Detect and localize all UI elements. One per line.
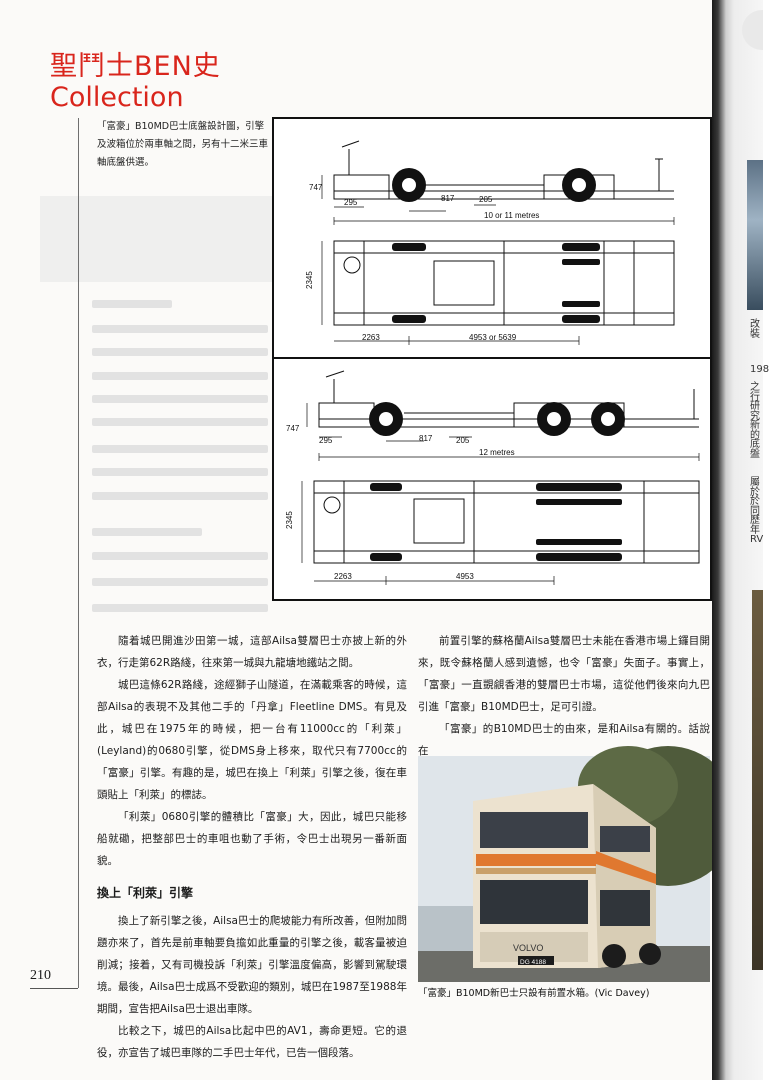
article-right-column: 前置引擎的蘇格蘭Ailsa雙層巴士未能在香港市場上鑼目開來，既令蘇格蘭人感到遺憾…: [418, 630, 710, 762]
dim-offset-b: 817: [419, 434, 433, 443]
adjacent-page-photo: [747, 160, 763, 310]
bus-illustration: VOLVO DG 4188: [418, 746, 738, 982]
paragraph: 隨着城巴開進沙田第一城，這部Ailsa雙層巴士亦披上新的外衣，行走第62R路綫，…: [97, 635, 407, 669]
adjacent-text: 於同: [750, 496, 760, 517]
svg-text:VOLVO: VOLVO: [513, 943, 543, 953]
series-subtitle: Collection: [50, 82, 184, 113]
adjacent-text: 新的: [750, 420, 760, 441]
faded-text-line: [92, 418, 268, 426]
dim-front-axle-a: 2263: [362, 333, 380, 342]
adjacent-text: 底盤: [750, 439, 760, 460]
faded-text-line: [92, 325, 268, 333]
front-wheel-a: [392, 168, 426, 202]
faded-text-line: [92, 552, 268, 560]
paragraph: 換上了新引擎之後，Ailsa巴士的爬坡能力有所改善，但附加問題亦來了，首先是前車…: [97, 915, 407, 1015]
paragraph: 城巴這條62R路綫，途經獅子山隧道，在滿載乘客的時候，這部Ailsa的表現不及其…: [97, 679, 407, 801]
rear-wheel-a: [562, 168, 596, 202]
bus-plate: DG 4188: [520, 959, 546, 966]
adjacent-text: 歷年: [750, 515, 760, 536]
adjacent-page-photo: [752, 590, 763, 970]
dim-front-overhang-a: 295: [344, 198, 358, 207]
adjacent-text: 研究: [750, 401, 760, 422]
faded-text-line: [92, 395, 268, 403]
dim-length-b: 12 metres: [479, 448, 515, 457]
faded-text-line: [92, 578, 268, 586]
adjacent-text: 改裝: [750, 319, 760, 340]
faded-text-line: [92, 468, 268, 476]
photo-caption: 「富豪」B10MD新巴士只設有前置水箱。(Vic Davey): [418, 988, 650, 999]
paragraph: 「富豪」的B10MD巴士的由來，是和Ailsa有關的。話說在: [418, 723, 710, 757]
dim-wheelbase-b: 4953: [456, 572, 474, 581]
dim-width-b: 2345: [285, 511, 294, 529]
series-title: 聖鬥士BEN史: [50, 51, 221, 82]
section-heading: 換上「利萊」引擎: [97, 886, 194, 900]
dim-length-a: 10 or 11 metres: [484, 211, 539, 220]
paragraph: 比較之下，城巴的Ailsa比起中巴的AV1，壽命更短。它的退役，亦宣告了城巴車隊…: [97, 1025, 407, 1059]
faded-text-line: [92, 528, 202, 536]
dim-rear-b: 205: [456, 436, 470, 445]
faded-text-line: [92, 445, 268, 453]
adjacent-page-tab: [742, 10, 763, 50]
faded-text-line: [92, 300, 172, 308]
page-number-rule: [30, 988, 78, 989]
dim-offset-a: 817: [441, 194, 455, 203]
mid-wheel-b: [537, 402, 571, 436]
ghost-bleed-through: [40, 196, 275, 282]
magazine-page: 聖鬥士BEN史 Collection 「富豪」B10MD巴士底盤設計圖，引擎及波…: [30, 51, 738, 1064]
rear-wheel-b: [591, 402, 625, 436]
dim-front-overhang-b: 295: [319, 436, 333, 445]
front-wheel-b: [369, 402, 403, 436]
adjacent-text: RV: [750, 534, 764, 545]
faded-text-line: [92, 348, 268, 356]
chassis-diagram-2axle: 747 295 817 205 10 or 11 metres: [272, 117, 712, 359]
dim-width-a: 2345: [305, 271, 314, 289]
figure-caption: 「富豪」B10MD巴士底盤設計圖，引擎及波箱位於兩車軸之間，另有十二米三車軸底盤…: [97, 121, 269, 168]
bus-photo: VOLVO DG 4188: [418, 746, 738, 982]
paragraph: 前置引擎的蘇格蘭Ailsa雙層巴士未能在香港市場上鑼目開來，既令蘇格蘭人感到遺憾…: [418, 635, 710, 713]
faded-text-line: [92, 604, 268, 612]
adjacent-text: 198: [750, 364, 769, 375]
page-number: 210: [30, 968, 51, 983]
chassis-drawing-3axle: 747 295 817 205 12 metres: [285, 370, 700, 585]
article-left-column: 隨着城巴開進沙田第一城，這部Ailsa雙層巴士亦披上新的外衣，行走第62R路綫，…: [97, 630, 407, 1064]
chassis-drawing-2axle: 747 295 817 205 10 or 11 metres: [305, 140, 675, 345]
paragraph: 「利萊」0680引擎的體積比「富豪」大，因此，城巴只能移船就磡，把整部巴士的車咀…: [97, 811, 407, 867]
adjacent-text: 屬於: [750, 477, 760, 498]
dim-rear-a: 205: [479, 195, 493, 204]
faded-text-line: [92, 372, 268, 380]
faded-text-line: [92, 492, 268, 500]
margin-rule: [78, 118, 79, 988]
dim-height-a: 747: [309, 183, 323, 192]
chassis-diagram-3axle: 747 295 817 205 12 metres: [272, 357, 712, 601]
dim-front-axle-b: 2263: [334, 572, 352, 581]
dim-height-b: 747: [286, 424, 300, 433]
dim-wheelbase-a: 4953 or 5639: [469, 333, 517, 342]
adjacent-text: 之行: [750, 382, 760, 403]
